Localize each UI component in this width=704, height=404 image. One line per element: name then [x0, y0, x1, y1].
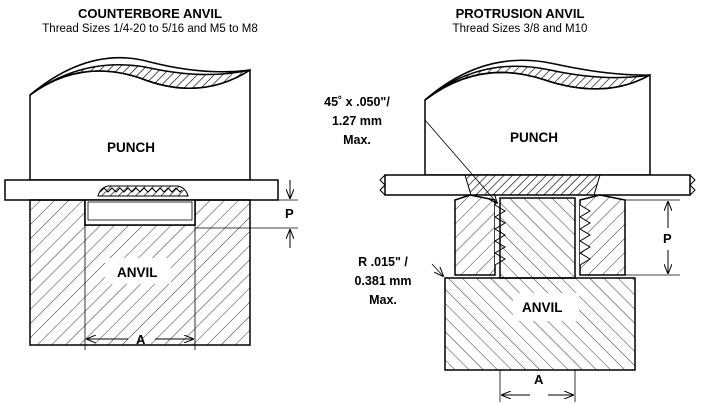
chamfer-note-line2: 1.27 mm	[332, 114, 382, 128]
left-punch-label: PUNCH	[107, 140, 155, 155]
right-dim-a: A	[534, 372, 544, 387]
right-anvil	[444, 277, 636, 371]
counterbore-anvil-drawing: PUNCH ANVIL P A	[4, 56, 298, 350]
chamfer-note-line1: 45˚ x .050"/	[324, 95, 390, 109]
radius-note-line3: Max.	[369, 293, 397, 307]
protrusion-anvil-drawing: PUNCH ANVIL P A 45˚ x .050"/	[324, 59, 696, 402]
right-dim-p: P	[663, 231, 672, 246]
right-subtitle: Thread Sizes 3/8 and M10	[452, 23, 588, 35]
radius-note-line1: R .015" /	[358, 255, 408, 269]
right-fastener	[454, 194, 496, 276]
chamfer-note-line3: Max.	[343, 133, 371, 147]
right-anvil-label: ANVIL	[522, 300, 563, 315]
right-title: PROTRUSION ANVIL	[455, 6, 585, 21]
left-subtitle: Thread Sizes 1/4-20 to 5/16 and M5 to M8	[42, 23, 258, 35]
left-fastener	[97, 185, 189, 197]
right-anvil-pilot	[499, 197, 576, 279]
radius-note-line2: 0.381 mm	[355, 274, 412, 288]
left-punch	[29, 68, 251, 181]
right-punch-label: PUNCH	[510, 130, 558, 145]
left-anvil-label: ANVIL	[117, 265, 158, 280]
left-dim-p: P	[285, 206, 294, 221]
left-title: COUNTERBORE ANVIL	[78, 6, 222, 21]
left-dim-a: A	[136, 332, 146, 347]
